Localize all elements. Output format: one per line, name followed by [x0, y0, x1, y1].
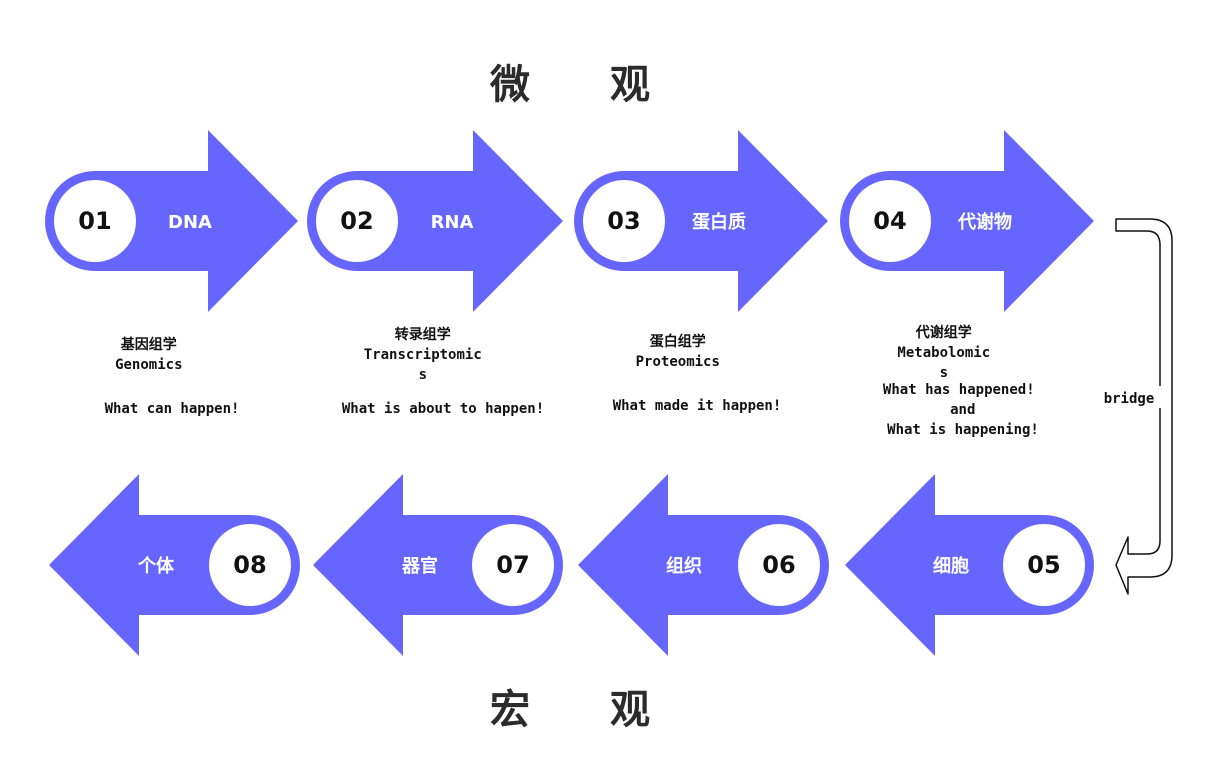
- desc-line: What is happening!: [887, 422, 1039, 438]
- step-label: 个体: [137, 555, 175, 577]
- desc-line: s: [940, 365, 948, 381]
- circle-inner: [54, 180, 136, 262]
- circle-inner: [849, 180, 931, 262]
- desc-line: Metabolomic: [897, 345, 990, 361]
- step-03: 03 蛋白质 蛋白组学 Proteomics What made it happ…: [574, 130, 828, 414]
- arrow-right-shape: [357, 130, 563, 312]
- step-number: 04: [873, 207, 906, 235]
- desc-line: Proteomics: [636, 354, 720, 370]
- heading-micro: 微 观: [489, 62, 650, 108]
- desc-line: 代谢组学: [915, 324, 972, 341]
- desc-line: Transcriptomic: [364, 347, 482, 363]
- step-06: 06 组织: [578, 474, 829, 656]
- desc-line: What has happened!: [883, 382, 1035, 398]
- step-01: 01 DNA 基因组学 Genomics What can happen!: [45, 130, 298, 417]
- step-02: 02 RNA 转录组学 Transcriptomic s What is abo…: [307, 130, 563, 417]
- arrow-left-shape: [845, 474, 1044, 656]
- step-number: 02: [340, 207, 373, 235]
- heading-macro: 宏 观: [490, 687, 650, 733]
- step-number: 07: [496, 551, 529, 579]
- arrow-right-shape: [890, 130, 1094, 312]
- desc-line: What made it happen!: [613, 398, 782, 414]
- step-label: 组织: [666, 555, 702, 577]
- step-label: 器官: [401, 555, 438, 577]
- step-08: 08 个体: [49, 474, 300, 656]
- circle-inner: [583, 180, 665, 262]
- bridge-label: bridge: [1104, 391, 1155, 407]
- desc-line: 蛋白组学: [650, 333, 706, 350]
- step-label: DNA: [168, 212, 212, 233]
- desc-line: s: [419, 367, 427, 383]
- desc-line: Genomics: [115, 357, 182, 373]
- step-05: 05 细胞: [845, 474, 1094, 656]
- step-number: 06: [762, 551, 795, 579]
- desc-line: What is about to happen!: [342, 401, 544, 417]
- step-description: 蛋白组学 Proteomics What made it happen!: [613, 333, 782, 414]
- step-number: 03: [607, 207, 640, 235]
- step-label: 代谢物: [957, 211, 1012, 233]
- step-04: 04 代谢物 代谢组学 Metabolomic s What has happe…: [840, 130, 1094, 438]
- arrow-left-shape: [313, 474, 513, 656]
- desc-line: 转录组学: [395, 326, 451, 343]
- desc-line: and: [950, 402, 975, 418]
- step-07: 07 器官: [313, 474, 563, 656]
- arrow-left-shape: [578, 474, 779, 656]
- desc-line: What can happen!: [105, 401, 240, 417]
- step-number: 01: [78, 207, 111, 235]
- step-number: 05: [1027, 551, 1060, 579]
- circle-inner: [738, 524, 820, 606]
- step-description: 代谢组学 Metabolomic s What has happened! an…: [883, 324, 1043, 438]
- arrow-left-shape: [49, 474, 250, 656]
- step-description: 转录组学 Transcriptomic s What is about to h…: [342, 326, 544, 417]
- bridge-label-bg: [1098, 386, 1162, 408]
- step-number: 08: [233, 551, 266, 579]
- step-label: RNA: [431, 212, 474, 233]
- desc-line: 基因组学: [121, 336, 177, 353]
- step-label: 细胞: [933, 555, 969, 577]
- bridge-connector: bridge: [1098, 218, 1173, 595]
- circle-inner: [316, 180, 398, 262]
- step-label: 蛋白质: [692, 211, 746, 233]
- circle-inner: [1003, 524, 1085, 606]
- step-description: 基因组学 Genomics What can happen!: [105, 336, 240, 417]
- arrow-right-shape: [624, 130, 828, 312]
- circle-inner: [209, 524, 291, 606]
- circle-inner: [472, 524, 554, 606]
- arrow-right-shape: [95, 130, 298, 312]
